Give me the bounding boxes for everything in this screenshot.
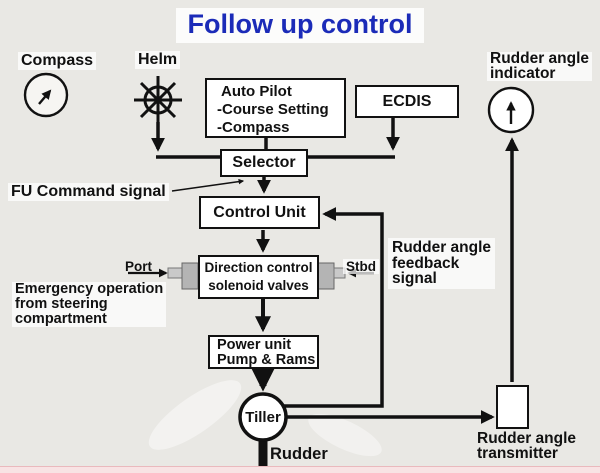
solenoid-line1: Direction control <box>204 260 313 275</box>
port-valve-stub <box>167 267 183 279</box>
emergency-line2: from steering <box>15 296 108 312</box>
control-unit-box[interactable]: Control Unit <box>199 196 320 229</box>
compass-needle-icon <box>38 89 52 105</box>
compass-label: Compass <box>18 52 97 70</box>
fu-command-signal-label: FU Command signal <box>8 183 169 201</box>
emergency-operation-label: Emergency operation from steering compar… <box>12 281 167 327</box>
background-blob <box>148 380 242 450</box>
control-unit-label: Control Unit <box>213 203 306 221</box>
transmitter-line2: transmitter <box>477 445 558 462</box>
solenoid-line2: solenoid valves <box>208 278 309 293</box>
indicator-line1: Rudder angle <box>490 50 590 67</box>
ecdis-label: ECDIS <box>382 92 432 110</box>
emergency-line1: Emergency operation <box>15 281 164 297</box>
indicator-line2: indicator <box>490 64 556 82</box>
helm-spoke <box>139 81 177 119</box>
autopilot-line1: Auto Pilot <box>221 83 292 100</box>
stbd-label: Stbd <box>343 259 379 274</box>
rudder-feedback-line <box>283 207 384 408</box>
feedback-line1: Rudder angle <box>392 239 492 256</box>
page-title-text: Follow up control <box>175 8 425 43</box>
stbd-valve-connector <box>317 262 335 290</box>
rudder-angle-transmitter-label: Rudder angle transmitter <box>477 430 577 462</box>
feedback-line2: feedback <box>392 254 460 272</box>
background-blob <box>308 413 382 457</box>
autopilot-box[interactable]: Auto Pilot -Course Setting -Compass <box>205 78 346 138</box>
port-label: Port <box>125 259 152 274</box>
feedback-line3: signal <box>392 270 437 287</box>
rudder-angle-feedback-label: Rudder angle feedback signal <box>388 238 496 289</box>
power-unit-line2: Pump & Rams <box>217 352 316 368</box>
solenoid-valves-box[interactable]: Direction control solenoid valves <box>198 255 319 299</box>
power-unit-line1: Power unit <box>217 337 292 353</box>
rudder-label: Rudder <box>270 445 328 463</box>
fu-command-pointer-line <box>171 178 245 192</box>
selector-box[interactable]: Selector <box>220 149 308 177</box>
tiller-label: Tiller <box>245 409 281 426</box>
power-unit-box[interactable]: Power unit Pump & Rams <box>208 335 319 369</box>
page-title: Follow up control <box>0 8 600 43</box>
transmitter-line1: Rudder angle <box>477 430 577 447</box>
rudder-angle-indicator-label: Rudder angle indicator <box>487 50 593 82</box>
autopilot-line3: -Compass <box>217 119 290 136</box>
rudder-angle-transmitter-box[interactable] <box>496 385 529 429</box>
tiller-circle <box>238 392 288 442</box>
ecdis-box[interactable]: ECDIS <box>355 85 459 118</box>
selector-label: Selector <box>232 154 296 171</box>
autopilot-line2: -Course Setting <box>217 101 329 118</box>
emergency-line3: compartment <box>15 311 107 327</box>
bottom-pink-strip <box>0 466 600 473</box>
helm-label: Helm <box>135 51 181 69</box>
port-valve-connector <box>181 262 199 290</box>
